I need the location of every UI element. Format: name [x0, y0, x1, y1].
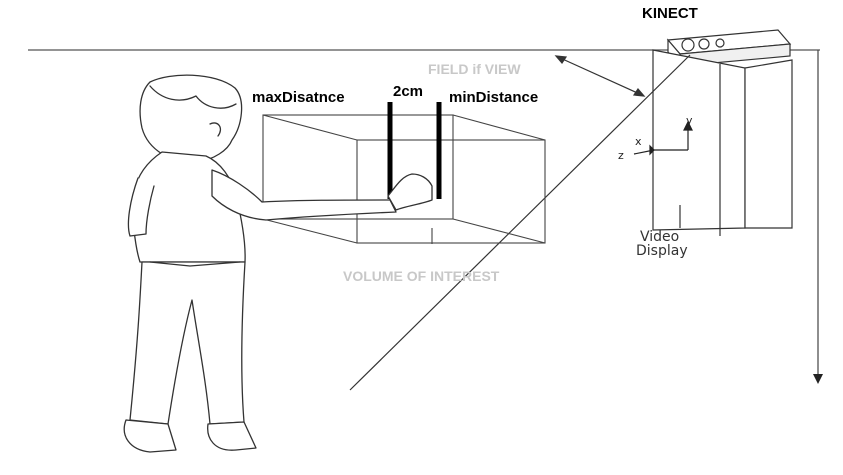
volume-of-interest-label: VOLUME OF INTEREST — [343, 268, 500, 284]
drop-arrowhead — [813, 374, 823, 384]
video-display-panel — [652, 49, 793, 236]
max-distance-label: maxDisatnce — [252, 89, 345, 106]
axis-y-label: y — [686, 114, 693, 127]
kinect-label: KINECT — [642, 5, 698, 22]
axis-x-label: x — [635, 135, 642, 148]
axis-z-label: z — [618, 149, 624, 162]
volume-of-interest-box — [262, 114, 546, 244]
field-of-view-label: FIELD if VIEW — [428, 61, 521, 77]
video-display-label-line1: Video — [640, 229, 680, 245]
axis-gizmo — [633, 120, 693, 156]
spacing-label: 2cm — [393, 83, 424, 100]
projection-line — [349, 54, 691, 391]
person-figure — [123, 74, 433, 453]
min-distance-label: minDistance — [449, 89, 539, 106]
field-of-view-arrow — [554, 55, 646, 97]
video-display-label-line2: Display — [636, 243, 688, 259]
